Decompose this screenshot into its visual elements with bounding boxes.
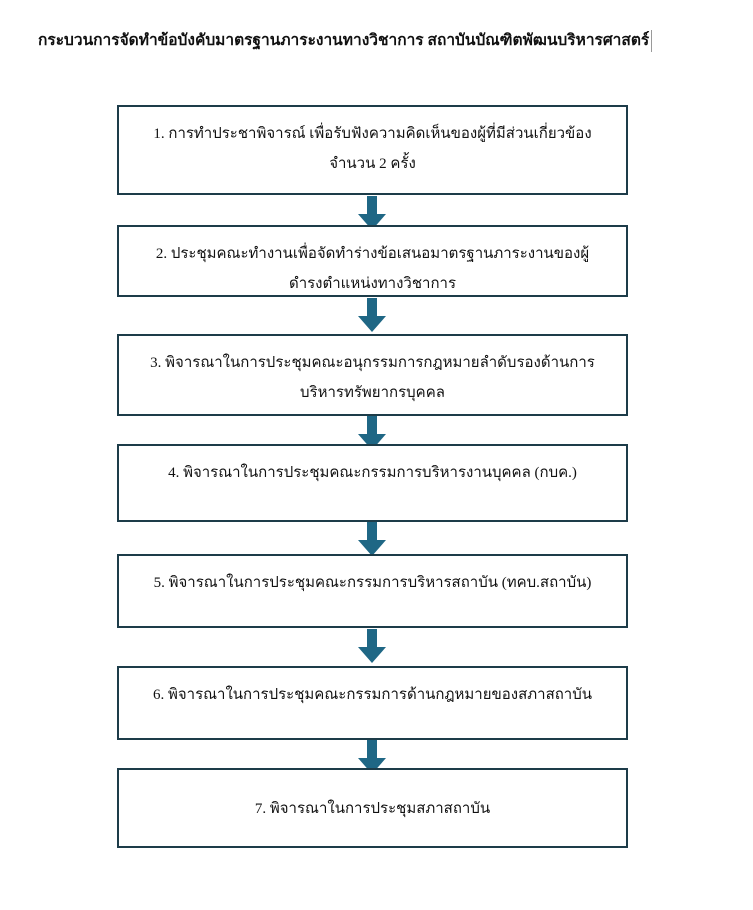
arrow-head: [358, 647, 386, 663]
flow-step-3-label: 3. พิจารณาในการประชุมคณะอนุกรรมการกฎหมาย…: [150, 355, 595, 401]
flow-step-3: 3. พิจารณาในการประชุมคณะอนุกรรมการกฎหมาย…: [117, 334, 628, 416]
flow-step-1-label: 1. การทำประชาพิจารณ์ เพื่อรับฟังความคิดเ…: [153, 126, 592, 172]
arrow-shaft: [367, 416, 377, 436]
flow-step-7-label: 7. พิจารณาในการประชุมสภาสถาบัน: [254, 801, 491, 817]
flow-step-1: 1. การทำประชาพิจารณ์ เพื่อรับฟังความคิดเ…: [117, 105, 628, 195]
flow-step-6-label: 6. พิจารณาในการประชุมคณะกรรมการด้านกฎหมา…: [152, 687, 593, 703]
arrow-shaft: [367, 298, 377, 318]
flow-step-6: 6. พิจารณาในการประชุมคณะกรรมการด้านกฎหมา…: [117, 666, 628, 740]
arrow-shaft: [367, 522, 377, 542]
page-title: กระบวนการจัดทำข้อบังคับมาตรฐานภาระงานทาง…: [38, 32, 650, 49]
flow-step-4-label: 4. พิจารณาในการประชุมคณะกรรมการบริหารงาน…: [168, 465, 577, 481]
down-arrow-icon-2: [357, 298, 387, 332]
arrow-head: [358, 316, 386, 332]
arrow-shaft: [367, 196, 377, 216]
arrow-head: [358, 540, 386, 556]
flow-step-4: 4. พิจารณาในการประชุมคณะกรรมการบริหารงาน…: [117, 444, 628, 522]
document-title-bar: กระบวนการจัดทำข้อบังคับมาตรฐานภาระงานทาง…: [0, 24, 753, 58]
down-arrow-icon-4: [357, 522, 387, 556]
flow-step-7: 7. พิจารณาในการประชุมสภาสถาบัน: [117, 768, 628, 848]
flow-step-2-label: 2. ประชุมคณะทำงานเพื่อจัดทำร่างข้อเสนอมา…: [155, 246, 590, 292]
text-caret: [651, 30, 653, 52]
flow-step-2: 2. ประชุมคณะทำงานเพื่อจัดทำร่างข้อเสนอมา…: [117, 225, 628, 297]
flow-step-5: 5. พิจารณาในการประชุมคณะกรรมการบริหารสถา…: [117, 554, 628, 628]
arrow-shaft: [367, 629, 377, 649]
arrow-shaft: [367, 740, 377, 760]
down-arrow-icon-5: [357, 629, 387, 663]
flow-step-5-label: 5. พิจารณาในการประชุมคณะกรรมการบริหารสถา…: [153, 575, 592, 591]
